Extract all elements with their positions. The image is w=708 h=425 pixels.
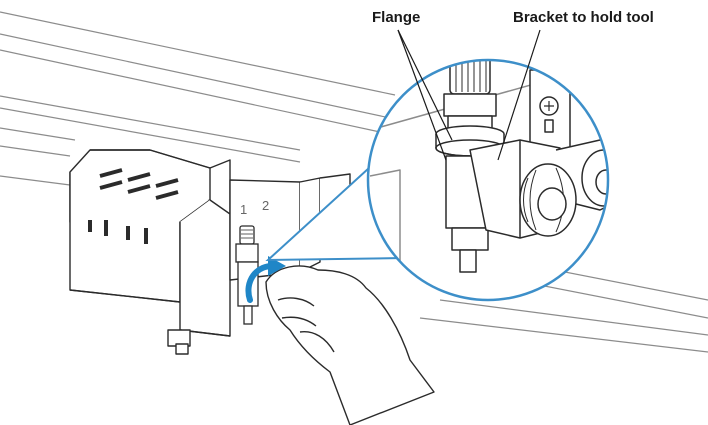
callout-leaders [397,29,541,161]
slot-1-label: 1 [240,202,247,217]
slot-2-label: 2 [262,198,269,213]
magnifier-border [366,58,610,302]
magnified-view [366,58,610,302]
flange-label: Flange [372,9,421,26]
tool-slot-numbers: 1 2 [240,198,269,217]
hand-small [265,265,435,425]
bracket-label: Bracket to hold tool [513,9,654,26]
rotate-arrow-icon [245,256,286,303]
